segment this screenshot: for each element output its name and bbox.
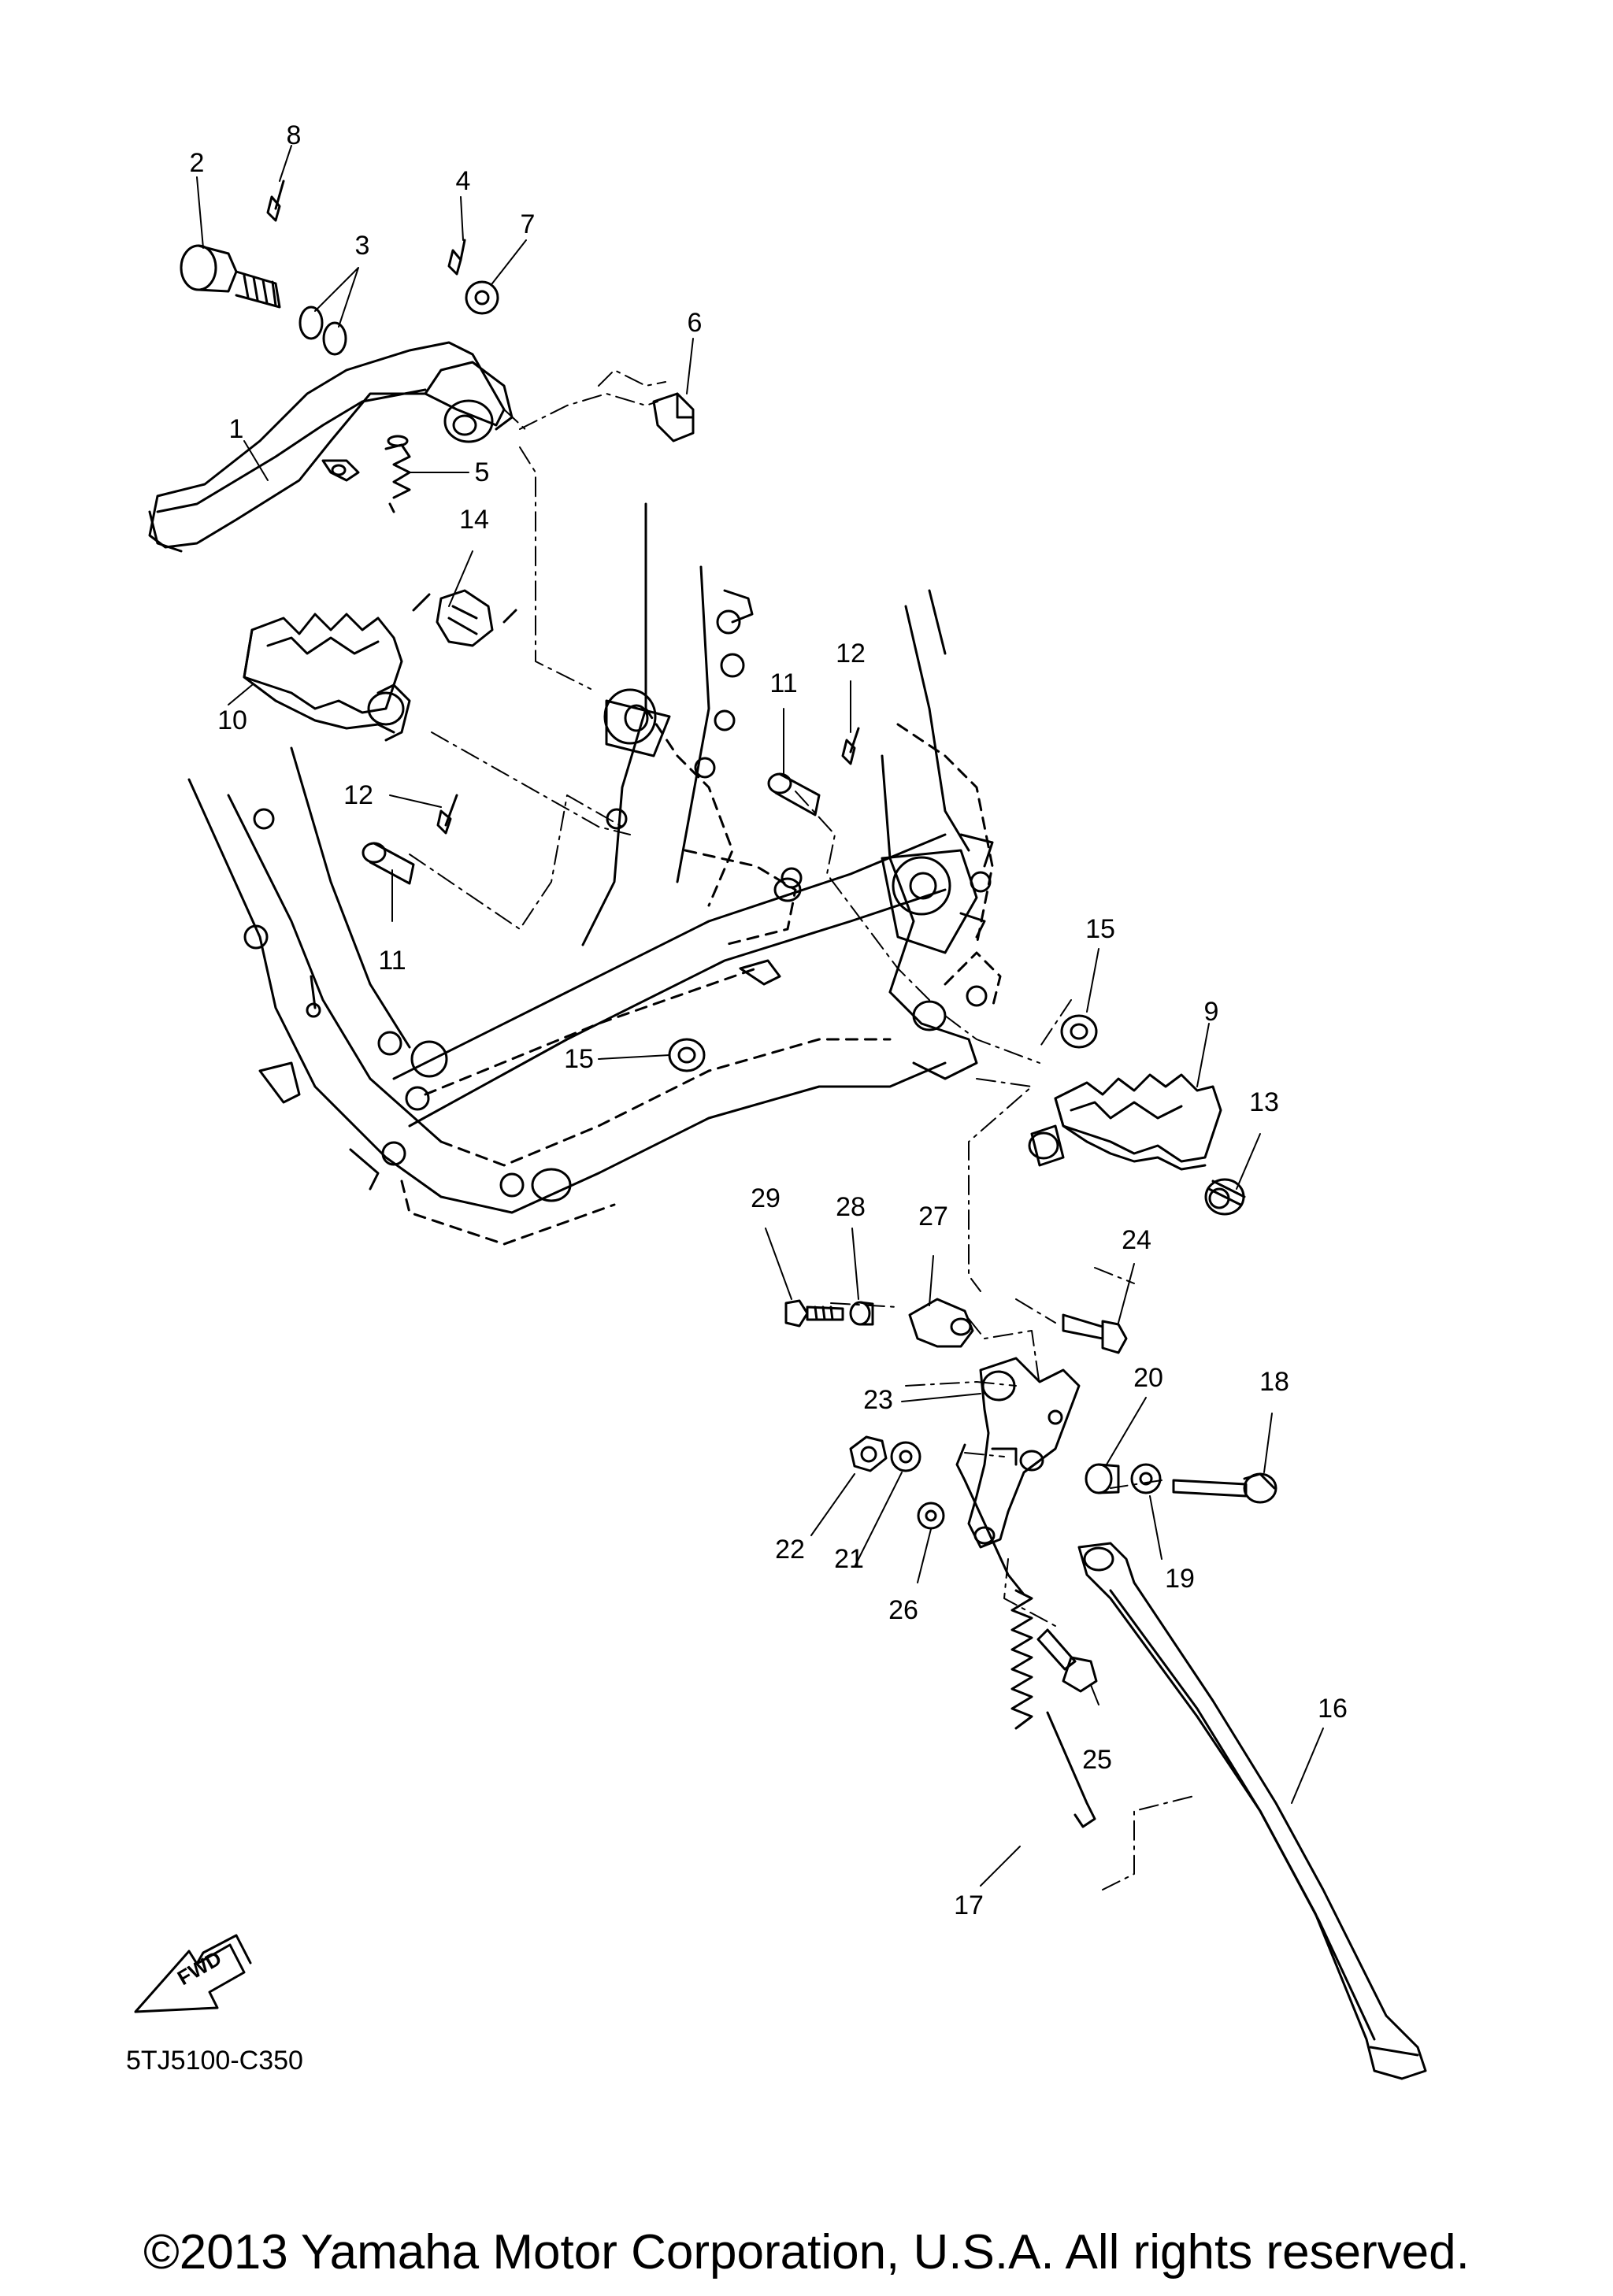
part-label-14: 14 <box>459 505 489 535</box>
left-footrest <box>243 613 411 742</box>
cotter-pin <box>266 180 285 222</box>
dash-leader-lines <box>409 369 1198 1890</box>
part-label-24: 24 <box>1122 1225 1151 1255</box>
bolt <box>784 1299 844 1328</box>
bolt <box>1172 1472 1277 1504</box>
part-label-12b: 12 <box>343 780 373 810</box>
part-label-4: 4 <box>455 166 471 196</box>
sidestand-spring <box>955 1443 1096 1828</box>
bolt <box>1036 1628 1098 1693</box>
part-label-11b: 11 <box>378 946 406 976</box>
part-label-15b: 15 <box>1085 914 1115 944</box>
frame-outline <box>187 502 1002 1246</box>
right-footrest <box>1028 1073 1222 1171</box>
return-spring <box>384 435 411 513</box>
part-label-12a: 12 <box>836 639 866 668</box>
part-label-2: 2 <box>189 148 205 178</box>
footrest-spring <box>1204 1178 1246 1216</box>
part-label-19: 19 <box>1165 1564 1195 1594</box>
washer <box>1130 1463 1162 1494</box>
switch-bracket <box>908 1298 974 1348</box>
part-label-3: 3 <box>354 231 370 261</box>
part-label-5: 5 <box>474 457 490 487</box>
forward-direction-icon: FWD <box>134 1934 252 2013</box>
part-label-10: 10 <box>217 705 247 735</box>
part-label-29: 29 <box>751 1183 781 1213</box>
damper <box>668 1014 1098 1072</box>
part-label-13: 13 <box>1249 1087 1279 1117</box>
part-label-15a: 15 <box>564 1044 594 1074</box>
clevis-pin <box>362 772 821 885</box>
part-label-28: 28 <box>836 1192 866 1222</box>
part-label-16: 16 <box>1318 1694 1348 1724</box>
part-label-11a: 11 <box>769 668 798 698</box>
part-label-18: 18 <box>1259 1367 1289 1397</box>
part-label-23: 23 <box>863 1385 893 1415</box>
part-label-17: 17 <box>954 1890 984 1920</box>
footrest-spring <box>412 589 517 647</box>
part-label-8: 8 <box>286 120 302 150</box>
part-label-9: 9 <box>1203 997 1219 1027</box>
brake-pedal <box>148 341 514 553</box>
collar <box>849 1301 874 1326</box>
copyright-notice: ©2013 Yamaha Motor Corporation, U.S.A. A… <box>143 2225 1470 2279</box>
part-label-22: 22 <box>775 1535 805 1565</box>
part-label-27: 27 <box>918 1202 948 1231</box>
pivot-shaft <box>180 244 281 309</box>
part-label-1: 1 <box>228 414 244 444</box>
collar <box>1085 1463 1120 1494</box>
nut <box>849 1435 888 1472</box>
part-label-20: 20 <box>1133 1363 1163 1393</box>
part-label-6: 6 <box>687 308 703 338</box>
part-label-7: 7 <box>520 209 536 239</box>
sidestand <box>1077 1542 1427 2080</box>
washer <box>465 280 499 315</box>
sidestand-bracket <box>967 1357 1081 1549</box>
washer <box>890 1441 921 1472</box>
clevis-pin <box>652 392 695 443</box>
o-ring <box>298 306 347 356</box>
part-label-26: 26 <box>888 1595 918 1625</box>
label-leader-lines <box>196 145 1324 1887</box>
cotter-pin <box>436 727 860 835</box>
part-label-21: 21 <box>834 1544 864 1574</box>
cotter-pin <box>447 239 466 276</box>
bolt <box>1062 1313 1128 1354</box>
washer <box>917 1502 945 1530</box>
diagram-code: 5TJ5100-C350 <box>126 2046 303 2076</box>
part-label-25: 25 <box>1082 1745 1112 1775</box>
